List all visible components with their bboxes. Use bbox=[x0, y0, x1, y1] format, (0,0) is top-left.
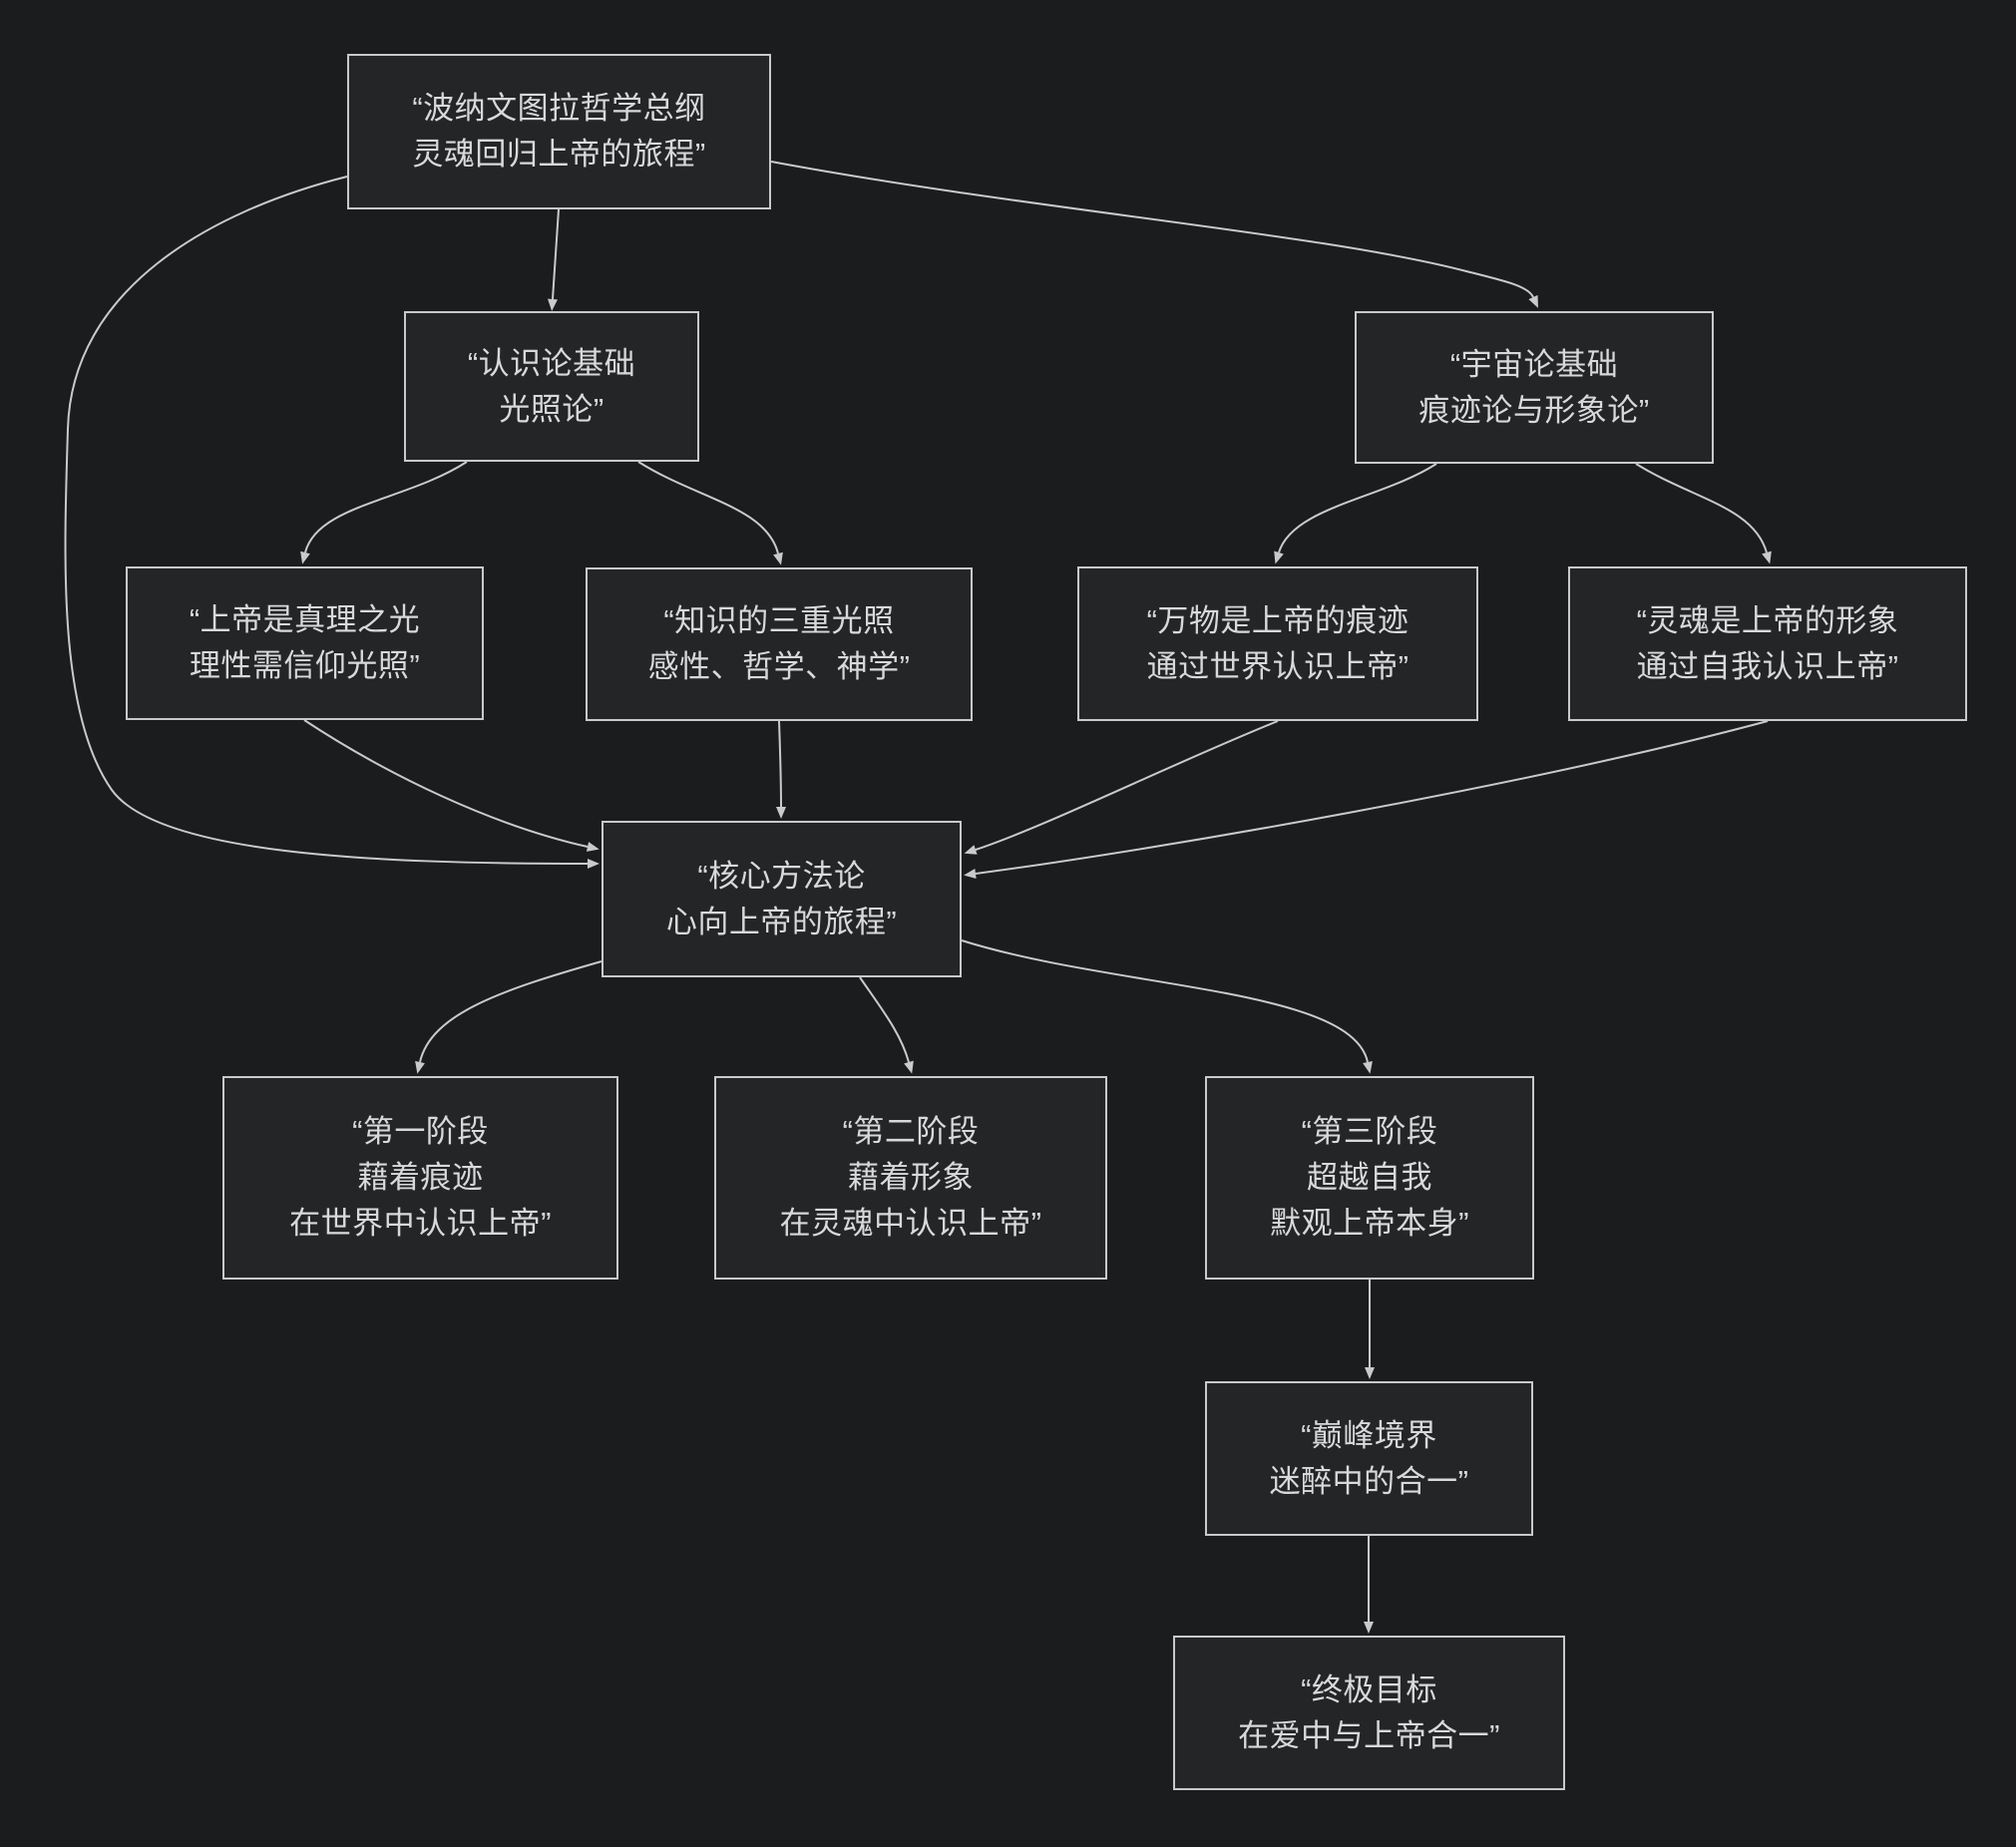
edge-illumination-methodology bbox=[776, 720, 786, 819]
node-line: 理性需信仰光照” bbox=[189, 648, 421, 683]
node-line: “第三阶段 bbox=[1301, 1114, 1438, 1149]
node-god-light-of-truth: “上帝是真理之光 理性需信仰光照” bbox=[126, 566, 484, 720]
node-cosmology-foundation: “宇宙论基础 痕迹论与形象论” bbox=[1355, 311, 1714, 464]
edge-methodology-stage2 bbox=[859, 976, 914, 1074]
edge-epistemology-illumination bbox=[637, 461, 783, 565]
node-line: 感性、哲学、神学” bbox=[647, 649, 911, 684]
node-ultimate-goal: “终极目标 在爱中与上帝合一” bbox=[1173, 1636, 1565, 1790]
node-line: 灵魂回归上帝的旅程” bbox=[412, 137, 706, 172]
node-philosophy-overview: “波纳文图拉哲学总纲 灵魂回归上帝的旅程” bbox=[347, 54, 771, 209]
node-line: “宇宙论基础 bbox=[1449, 346, 1619, 382]
node-line: 在灵魂中认识上帝” bbox=[779, 1206, 1042, 1241]
node-line: “上帝是真理之光 bbox=[189, 602, 421, 637]
node-line: 藉着形象 bbox=[848, 1160, 974, 1195]
edge-methodology-stage1 bbox=[415, 960, 603, 1074]
edge-epistemology-godlight bbox=[300, 461, 468, 564]
node-line: “第二阶段 bbox=[842, 1114, 980, 1149]
node-core-methodology: “核心方法论 心向上帝的旅程” bbox=[602, 821, 962, 977]
edge-overview-epistemology bbox=[548, 208, 560, 311]
node-line: 通过世界认识上帝” bbox=[1146, 648, 1410, 684]
node-line: 通过自我认识上帝” bbox=[1636, 648, 1899, 684]
edge-cosmology-imageofgod bbox=[1635, 463, 1772, 564]
node-line: “第一阶段 bbox=[352, 1114, 489, 1149]
node-soul-image-of-god: “灵魂是上帝的形象 通过自我认识上帝” bbox=[1568, 566, 1967, 721]
node-things-vestiges-of-god: “万物是上帝的痕迹 通过世界认识上帝” bbox=[1077, 566, 1478, 721]
node-stage-two: “第二阶段 藉着形象 在灵魂中认识上帝” bbox=[714, 1076, 1107, 1280]
node-peak-state: “巅峰境界 迷醉中的合一” bbox=[1205, 1381, 1533, 1536]
node-line: 迷醉中的合一” bbox=[1269, 1463, 1469, 1499]
edge-vestiges-methodology bbox=[964, 720, 1279, 855]
node-line: “核心方法论 bbox=[697, 858, 866, 894]
node-line: 在爱中与上帝合一” bbox=[1238, 1717, 1500, 1753]
node-line: “终极目标 bbox=[1301, 1671, 1437, 1707]
node-epistemology-foundation: “认识论基础 光照论” bbox=[404, 311, 699, 462]
edge-methodology-stage3 bbox=[961, 939, 1373, 1074]
edge-godlight-methodology bbox=[303, 719, 600, 852]
edge-overview-methodology bbox=[64, 176, 600, 869]
edge-cosmology-vestiges bbox=[1274, 463, 1437, 564]
node-stage-one: “第一阶段 藉着痕迹 在世界中认识上帝” bbox=[222, 1076, 618, 1280]
node-line: 藉着痕迹 bbox=[357, 1160, 484, 1195]
node-line: “万物是上帝的痕迹 bbox=[1146, 602, 1410, 638]
edge-overview-cosmology bbox=[770, 161, 1538, 308]
node-line: 痕迹论与形象论” bbox=[1418, 392, 1650, 428]
node-triple-illumination: “知识的三重光照 感性、哲学、神学” bbox=[586, 567, 973, 721]
node-line: “灵魂是上帝的形象 bbox=[1636, 602, 1899, 638]
node-line: “知识的三重光照 bbox=[663, 603, 895, 638]
node-line: “波纳文图拉哲学总纲 bbox=[412, 91, 706, 126]
node-line: “巅峰境界 bbox=[1301, 1417, 1437, 1453]
edge-imageofgod-methodology bbox=[964, 720, 1769, 879]
node-line: 超越自我 bbox=[1307, 1160, 1432, 1195]
node-stage-three: “第三阶段 超越自我 默观上帝本身” bbox=[1205, 1076, 1534, 1280]
node-line: 默观上帝本身” bbox=[1270, 1206, 1469, 1241]
node-line: 光照论” bbox=[499, 391, 605, 427]
node-line: “认识论基础 bbox=[467, 345, 636, 381]
node-line: 在世界中认识上帝” bbox=[289, 1206, 552, 1241]
node-line: 心向上帝的旅程” bbox=[665, 904, 898, 939]
